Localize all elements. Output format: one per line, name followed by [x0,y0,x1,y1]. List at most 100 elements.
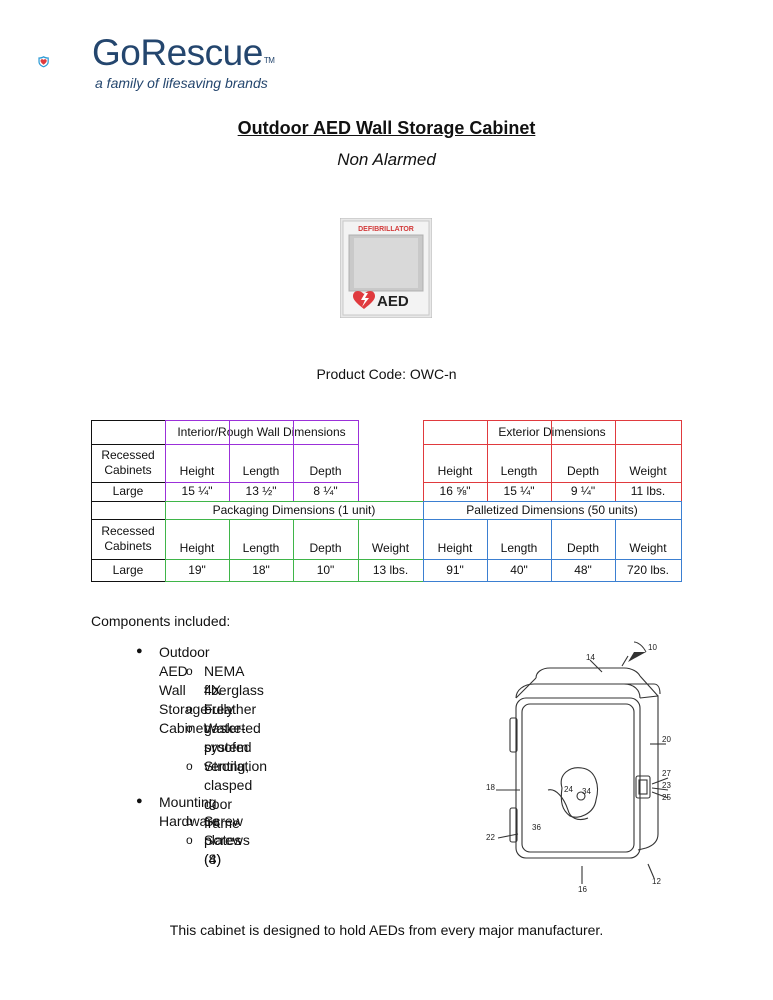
column-header: Depth [566,541,600,555]
sub-bullet-marker: o [186,759,193,773]
drawing-reference-label: 24 [564,785,573,794]
table-cell: 40" [510,562,528,577]
table-rule [91,519,166,520]
component-subitem: system [204,739,249,755]
column-header: Depth [309,464,342,478]
brand-name: GoRescueTM [92,32,275,73]
sub-bullet-marker: o [186,833,193,847]
table-rule [487,519,488,582]
table-cell [358,482,423,501]
palletized-header: Palletized Dimensions (50 units) [466,502,638,517]
column-header: Height [179,541,215,555]
table-rule [165,519,424,520]
table-rule [615,519,616,582]
component-subitem: Water-proofed ventilation [204,720,268,774]
component-subitem: Screw plates (4) [204,813,243,867]
table-rule [165,444,359,445]
column-header: Length [242,464,280,478]
table-rule [423,444,682,445]
table-rule [91,559,166,560]
heart-icon [40,59,47,65]
table-rule [91,501,166,502]
row-label-recessed: Recessed Cabinets [101,448,155,477]
table-rule [165,501,424,502]
table-rule [423,519,682,520]
bullet-marker: ● [136,795,143,807]
table-rule [423,501,424,582]
footer-note: This cabinet is designed to hold AEDs fr… [169,922,604,938]
table-rule [423,482,682,483]
table-rule [358,444,359,502]
table-cell: 8 ¼" [313,484,338,498]
table-rule [229,420,230,502]
packaging-header: Packaging Dimensions (1 unit) [212,502,376,517]
table-cell: 15 ¼" [181,484,213,498]
table-rule [165,581,424,582]
table-cell: 9 ¼" [570,484,596,498]
column-header: Length [500,541,538,555]
table-rule [487,420,488,502]
drawing-reference-label: 18 [486,783,495,792]
gorescue-logo [38,56,49,68]
drawing-reference-label: 27 [662,769,671,778]
table-rule [681,501,682,582]
drawing-reference-label: 25 [662,793,671,802]
page-subtitle: Non Alarmed [337,150,436,169]
cabinet-aed-text: AED [377,293,409,310]
table-cell: 48" [574,562,592,577]
table-cell: 13 lbs. [372,562,409,577]
sub-bullet-marker: o [186,702,193,716]
sub-bullet-marker: o [186,814,193,828]
table-rule [423,420,682,421]
component-item: Mounting Hardware [159,794,220,829]
table-rule [681,420,682,502]
component-subitem: Strong, clasped door frame [204,758,253,831]
column-header: Length [500,464,538,478]
component-item: Outdoor AED Wall Storage Cabinet [159,644,210,736]
table-cell: 16 ⅝" [439,484,471,498]
row-label-large: Large [112,562,144,577]
column-header: Height [437,464,473,478]
table-rule [165,420,166,502]
product-code: Product Code: OWC-n [316,366,457,382]
interior-header: Interior/Rough Wall Dimensions [177,424,346,439]
table-rule [551,519,552,582]
table-cell: 720 lbs. [626,562,670,577]
row-label-large: Large [112,484,144,498]
table-cell: 91" [446,562,464,577]
table-rule [165,420,359,421]
drawing-reference-label: 12 [652,877,661,886]
column-header: Weight [629,464,667,478]
exterior-header: Exterior Dimensions [498,424,606,439]
column-header [358,444,423,482]
table-rule [165,501,166,582]
drawing-reference-label: 36 [532,823,541,832]
table-rule [423,559,682,560]
table-rule [358,519,359,582]
table-rule [615,420,616,502]
table-cell: 19" [188,562,206,577]
column-header: Length [242,541,280,555]
table-rule [551,420,552,502]
table-rule [423,581,682,582]
table-rule [423,420,424,502]
components-label: Components included: [91,613,231,629]
component-subitem: Screws (8) [204,832,250,867]
component-subitem: fiberglass [204,682,264,698]
table-rule [91,482,166,483]
table-rule [91,581,166,582]
drawing-reference-label: 14 [586,653,595,662]
drawing-reference-label: 10 [648,643,657,652]
table-rule [165,482,359,483]
dimensions-table: Interior/Rough Wall Dimensions Exterior D… [91,420,682,582]
table-cell: 15 ¼" [503,484,535,498]
table-cell: 11 lbs. [630,484,666,498]
table-rule [91,444,166,445]
bullet-marker: ● [136,645,143,657]
column-header: Weight [371,541,410,555]
table-cell: 13 ½" [245,484,277,498]
column-header: Weight [629,541,667,555]
row-label-recessed: Recessed Cabinets [101,524,155,553]
drawing-reference-label: 34 [582,787,591,796]
